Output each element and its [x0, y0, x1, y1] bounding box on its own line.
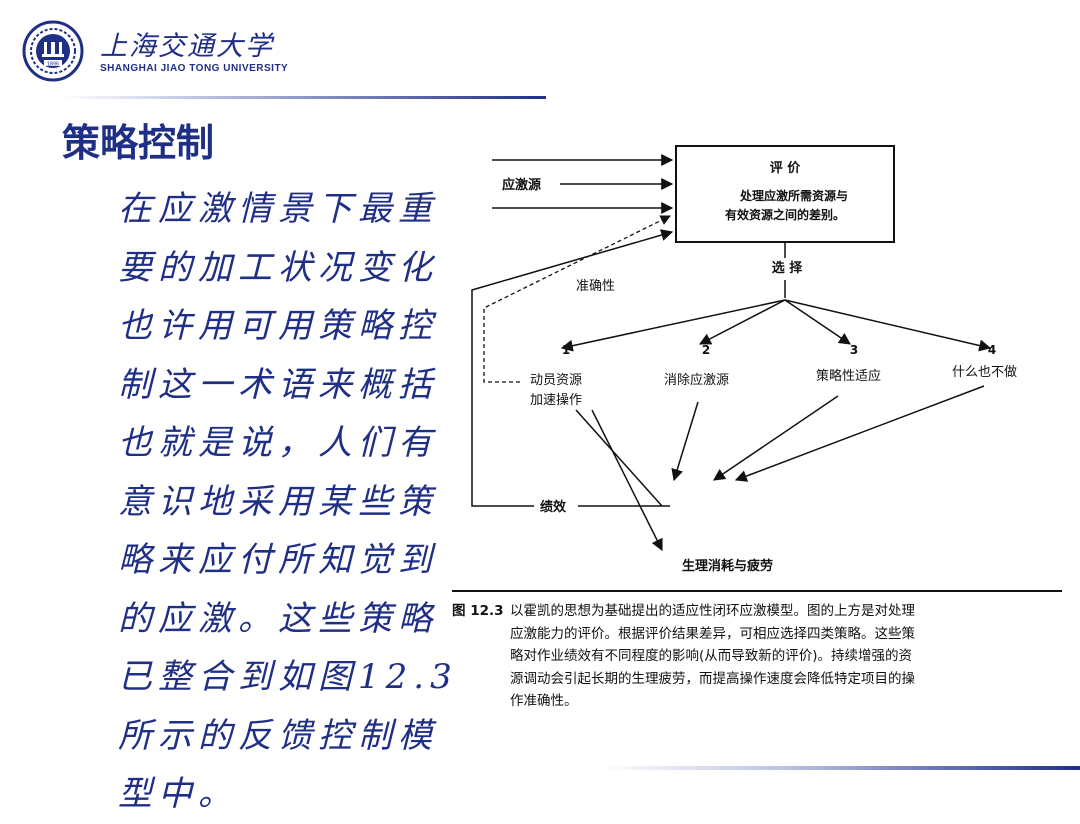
fatigue-label: 生理消耗与疲劳: [682, 558, 773, 574]
option-arrow: [698, 299, 786, 345]
body-line: 意识地采用某些策: [118, 481, 438, 522]
option-number: 3: [850, 343, 858, 357]
body-line: 型中。: [118, 774, 238, 814]
body-line: 已整合到如图12.3: [118, 657, 458, 697]
evaluation-line2: 有效资源之间的差别。: [725, 207, 845, 222]
body-line: 的应激。这些策略: [118, 598, 438, 639]
option-number: 4: [988, 343, 996, 357]
to-performance-line: [575, 409, 663, 507]
option-label: 加速操作: [530, 392, 582, 408]
option-arrow: [784, 299, 992, 352]
option-label: 什么也不做: [952, 365, 1017, 380]
stress-model-diagram: 应激源 评 价 处理应激所需资源与 有效资源之间的差别。 选 择 1 2 3 4…: [471, 145, 1017, 574]
body-line: 也就是说，人们有: [118, 423, 438, 463]
figure-caption: 图 12.3 以霍凯的思想为基础提出的适应性闭环应激模型。图的上方是对处理 应激…: [452, 600, 1064, 713]
to-performance-arrow: [671, 401, 699, 482]
option-arrow: [784, 299, 851, 345]
university-name-cn: 上海交通大学: [100, 31, 274, 62]
body-line: 在应激情景下最重: [118, 189, 438, 229]
body-line: 制这一术语来概括: [118, 364, 438, 405]
to-performance-arrow: [713, 395, 839, 481]
caption-line: 作准确性。: [510, 693, 578, 709]
evaluation-title: 评 价: [770, 161, 802, 176]
caption-line: 以霍凯的思想为基础提出的适应性闭环应激模型。图的上方是对处理: [510, 603, 915, 619]
body-line: 也许用可用策略控: [118, 306, 438, 346]
caption-line: 源调动会引起长期的生理疲劳，而提高操作速度会降低特定项目的操: [510, 670, 915, 687]
performance-label: 绩效: [540, 499, 567, 515]
performance-feedback-path: [471, 229, 674, 507]
figure-number: 图 12.3: [452, 603, 504, 619]
slide-title: 策略控制: [62, 121, 215, 165]
university-logo: 1896: [22, 20, 84, 82]
to-performance-arrow: [734, 385, 985, 482]
body-line: 要的加工状况变化: [118, 247, 438, 288]
option-arrow: [560, 299, 786, 352]
stress-source-label: 应激源: [502, 177, 541, 193]
caption-line: 略对作业绩效有不同程度的影响(从而导致新的评价)。持续增强的资: [510, 648, 913, 664]
caption-line: 应激能力的评价。根据评价结果差异，可相应选择四类策略。这些策: [510, 625, 915, 642]
header-divider: [62, 96, 546, 99]
university-name-en: SHANGHAI JIAO TONG UNIVERSITY: [100, 63, 289, 74]
option-number: 2: [702, 343, 710, 357]
fatigue-arrow: [591, 409, 663, 552]
body-line: 所示的反馈控制模: [118, 715, 438, 756]
caption-divider: [452, 590, 1062, 592]
evaluation-line1: 处理应激所需资源与: [739, 188, 848, 203]
option-label: 动员资源: [530, 373, 582, 388]
option-label: 消除应激源: [664, 372, 729, 388]
option-label: 策略性适应: [816, 368, 881, 384]
accuracy-feedback-path: [483, 215, 671, 383]
footer-divider: [600, 766, 1080, 770]
body-line: 略来应付所知觉到: [118, 540, 438, 580]
choice-label: 选 择: [772, 260, 804, 276]
accuracy-label: 准确性: [576, 279, 615, 294]
body-paragraph: 在应激情景下最重 要的加工状况变化 也许用可用策略控 制这一术语来概括 也就是说…: [118, 180, 458, 824]
option-number: 1: [562, 343, 570, 357]
logo-year: 1896: [47, 62, 59, 68]
